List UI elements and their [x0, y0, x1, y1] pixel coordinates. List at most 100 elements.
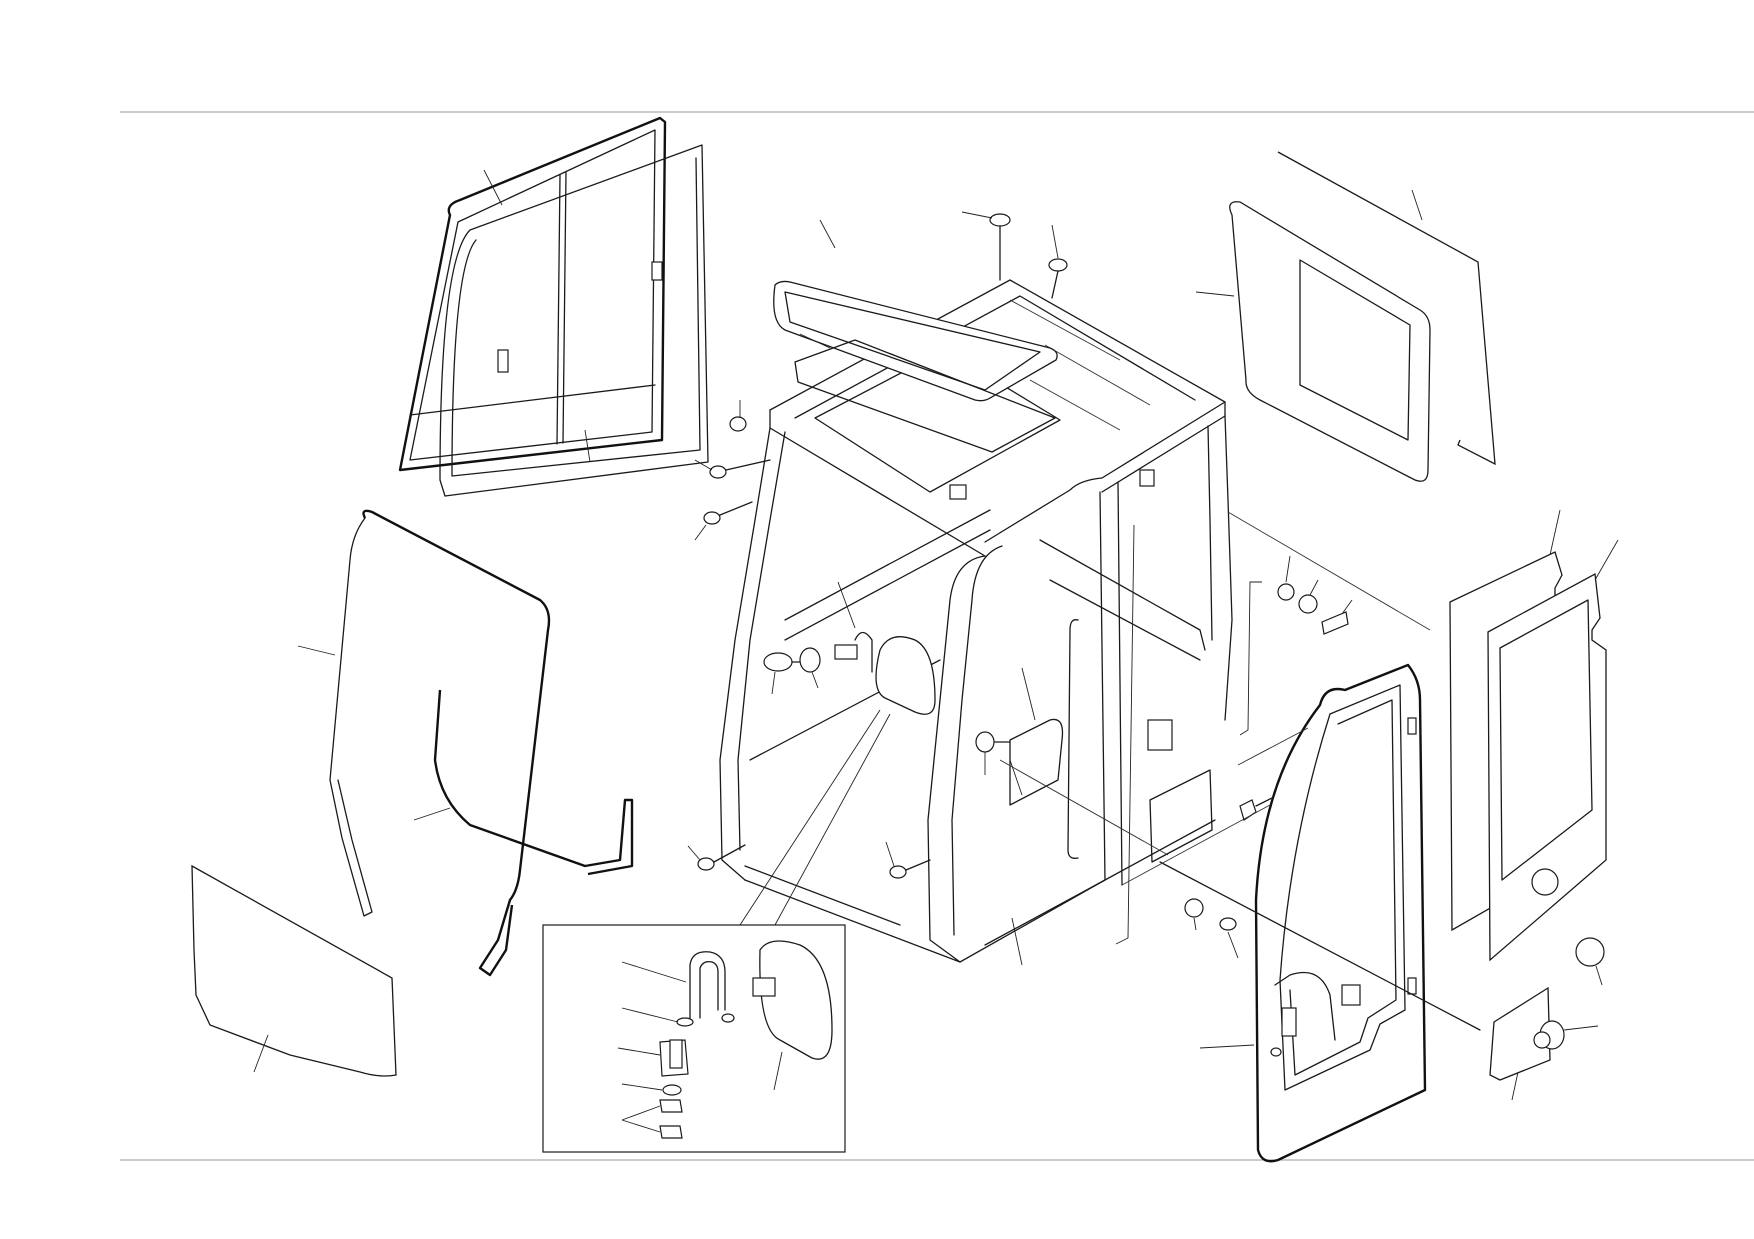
- front-left-pillar: [719, 427, 771, 881]
- leader-catch-washer: [1285, 555, 1291, 583]
- sliding-window-rail: [409, 384, 656, 416]
- left-seal-assembly: [297, 509, 634, 977]
- leader-detail-nut-1: [621, 1105, 661, 1121]
- handle-cap: [1575, 937, 1605, 967]
- detail-stay-end: [721, 1013, 735, 1023]
- leader-quarter-glass: [1021, 667, 1036, 721]
- leader-rear-glass: [1195, 291, 1235, 297]
- catch-nut: [1298, 594, 1318, 614]
- floor-panel-sheet: [191, 864, 397, 1077]
- leader-detail-nut-2: [621, 1119, 661, 1133]
- leader-door: [1199, 1044, 1255, 1049]
- window-catch: [651, 261, 663, 281]
- lower-left-panel: [191, 864, 397, 1077]
- leader-floor-bolt-2: [885, 841, 895, 867]
- leader-mirror-washer: [811, 671, 819, 689]
- pillar-bolt-3-shank: [719, 501, 753, 516]
- window-glass-inner: [451, 157, 701, 477]
- assembly-line-door: [1159, 861, 1481, 1031]
- roof-bolt-shank-2: [1051, 270, 1059, 299]
- leader-detail-washer-2: [621, 1083, 663, 1091]
- roof-glass-seal: [794, 339, 1056, 453]
- assembly-line-3: [1121, 804, 1271, 886]
- door-nut: [1184, 898, 1204, 918]
- catch-bracket-line: [1239, 581, 1262, 736]
- lower-seal-strip: [433, 689, 634, 876]
- quarter-window: [1009, 718, 1064, 806]
- roof-stripe-3: [1009, 299, 1121, 361]
- leader-mirror-bolt: [771, 671, 776, 695]
- mirror-bracket: [834, 644, 858, 660]
- leader-cover-plate: [1511, 1071, 1519, 1101]
- door-inner-handle: [1281, 1007, 1297, 1037]
- roof-glass-inner: [784, 291, 1041, 391]
- door-hinge-lower: [1407, 977, 1417, 995]
- side-glass-inner: [1499, 599, 1593, 881]
- rear-quarter-opening: [1149, 769, 1213, 863]
- leader-mirror-stay: [837, 581, 856, 629]
- roof-rib: [794, 295, 1196, 419]
- rear-glass-inner: [1299, 259, 1411, 441]
- floor-edge-inner: [744, 865, 901, 926]
- cover-lock-hole: [1533, 1031, 1551, 1049]
- detail-nut-1: [659, 1099, 683, 1113]
- rear-glass-assembly: [1195, 151, 1496, 482]
- leader-side-glass: [1594, 539, 1619, 581]
- door-frame: [1254, 663, 1427, 1163]
- window-seal-outer: [362, 509, 551, 977]
- leader-door-nut: [1193, 917, 1197, 931]
- door-striker: [1147, 719, 1173, 751]
- floor-bolt-1-shank: [713, 844, 746, 863]
- leader-handle-cap: [1595, 965, 1603, 986]
- side-bolts: [975, 667, 1036, 796]
- leader-floor-bolt-1: [687, 845, 701, 861]
- leader-sliding-window: [483, 169, 503, 206]
- detail-stay-pipe-inner: [699, 960, 719, 1019]
- detail-cone-left: [739, 709, 881, 926]
- mirror-glass: [875, 636, 936, 715]
- pillar-side-bolt: [975, 731, 995, 753]
- front-left-pillar-inner: [737, 431, 786, 851]
- door-bolt-shank: [1255, 797, 1273, 807]
- roof-front-edge: [769, 409, 986, 557]
- leader-pillar-bolt-3: [694, 524, 707, 541]
- door-frame-strip: [1127, 524, 1135, 939]
- roof-glass: [773, 280, 1058, 402]
- roof-bolt-head-2: [1048, 258, 1068, 272]
- door-glass: [1279, 684, 1406, 1091]
- door-lock: [1341, 984, 1361, 1006]
- page-rules: [120, 111, 1754, 1161]
- leader-detail-bracket: [617, 1047, 661, 1056]
- catch-bolt: [1321, 611, 1349, 635]
- roof-bracket: [949, 484, 967, 500]
- leader-floor-panel: [253, 1034, 269, 1073]
- door-hinge-upper: [1407, 717, 1417, 735]
- leader-floor-frame: [1011, 917, 1023, 966]
- right-side-glass-assembly: [1449, 509, 1619, 962]
- leader-seal-outer: [297, 645, 336, 656]
- leader-detail-washer: [621, 1007, 679, 1023]
- detail-stay-pipe: [689, 951, 726, 1019]
- leader-roof-seal: [799, 333, 831, 349]
- leader-side-glass-sheet: [1549, 509, 1561, 556]
- detail-mirror-clamp: [752, 977, 776, 997]
- detail-nut-2: [659, 1125, 683, 1139]
- roof-right-edge: [1101, 401, 1226, 493]
- door-key-hole: [1270, 1047, 1282, 1057]
- rear-right-pillar: [1224, 415, 1233, 721]
- leader-catch-bolt: [1341, 599, 1353, 615]
- assembly-line-1: [1227, 511, 1431, 631]
- leader-handle-knob: [1563, 1025, 1599, 1031]
- door-lower-panel: [1274, 971, 1336, 1041]
- window-glass-pane: [439, 144, 709, 497]
- pillar-bolt-2-shank: [725, 459, 771, 471]
- leader-roof-glass: [819, 219, 836, 249]
- roof-outline: [769, 279, 1226, 543]
- sliding-window-mullion-2: [562, 171, 567, 444]
- inner-rear-beam-2: [1049, 579, 1201, 661]
- mirror-assembly: [739, 581, 936, 926]
- door-frame-rear-2: [1117, 481, 1123, 886]
- leader-strip: [1115, 937, 1129, 945]
- assembly-line-4: [999, 759, 1169, 856]
